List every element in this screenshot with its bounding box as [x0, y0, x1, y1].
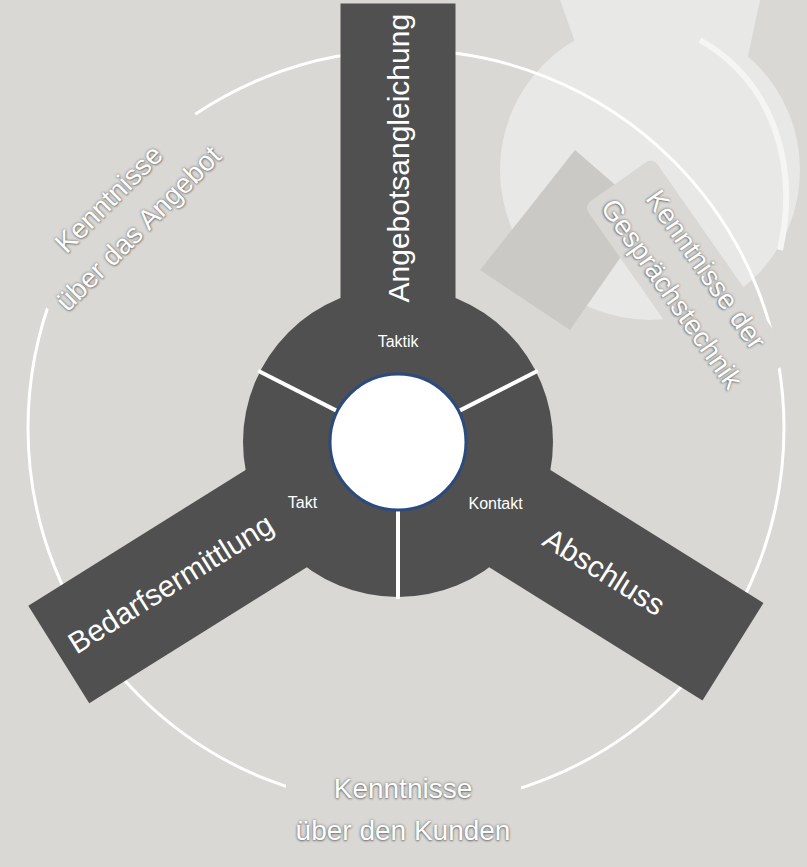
ring-separator — [396, 510, 400, 599]
arm-label: Angebotsangleichung — [380, 13, 416, 302]
sector-label: Kontakt — [468, 493, 522, 512]
wrench-highlight — [700, 40, 786, 250]
ring-separator — [258, 371, 337, 411]
center-circle — [330, 374, 466, 510]
arm-label: Abschluss — [537, 519, 672, 622]
ring-separator — [459, 371, 538, 411]
process-arm: AngebotsangleichungTaktik — [341, 3, 456, 367]
sector-label: Taktik — [378, 332, 419, 351]
sector-label: Takt — [288, 492, 317, 511]
knowledge-label: Kenntnisse über den Kunden — [286, 768, 521, 852]
